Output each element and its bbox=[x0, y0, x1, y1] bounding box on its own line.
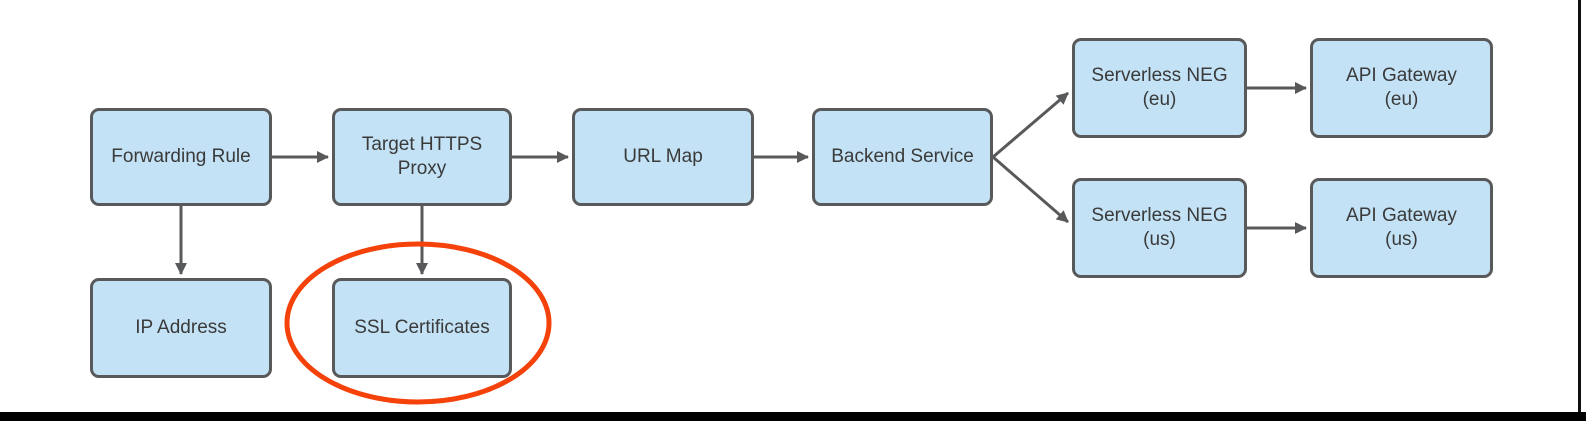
node-api-gateway-us: API Gateway (us) bbox=[1310, 178, 1493, 278]
node-label: API Gateway (us) bbox=[1346, 205, 1457, 250]
node-label: URL Map bbox=[623, 146, 703, 168]
node-forwarding-rule: Forwarding Rule bbox=[90, 108, 272, 206]
node-backend-service: Backend Service bbox=[812, 108, 993, 206]
node-target-https-proxy: Target HTTPS Proxy bbox=[332, 108, 512, 206]
edge-backend-service-to-serverless-neg-us bbox=[992, 155, 1069, 224]
window-edge-right bbox=[1578, 0, 1581, 421]
node-serverless-neg-eu: Serverless NEG (eu) bbox=[1072, 38, 1247, 138]
node-ip-address: IP Address bbox=[90, 278, 272, 378]
node-api-gateway-eu: API Gateway (eu) bbox=[1310, 38, 1493, 138]
node-url-map: URL Map bbox=[572, 108, 754, 206]
node-label: IP Address bbox=[135, 317, 227, 339]
node-label: Forwarding Rule bbox=[111, 146, 251, 168]
window-bottom-bar bbox=[0, 412, 1586, 421]
node-label: Backend Service bbox=[831, 146, 974, 168]
node-label: Serverless NEG (eu) bbox=[1091, 65, 1228, 110]
node-serverless-neg-us: Serverless NEG (us) bbox=[1072, 178, 1247, 278]
edge-backend-service-to-serverless-neg-eu bbox=[992, 91, 1069, 159]
node-label: Serverless NEG (us) bbox=[1091, 205, 1228, 250]
node-ssl-certificates: SSL Certificates bbox=[332, 278, 512, 378]
node-label: API Gateway (eu) bbox=[1346, 65, 1457, 110]
node-label: SSL Certificates bbox=[354, 317, 490, 339]
node-label: Target HTTPS Proxy bbox=[361, 134, 483, 179]
